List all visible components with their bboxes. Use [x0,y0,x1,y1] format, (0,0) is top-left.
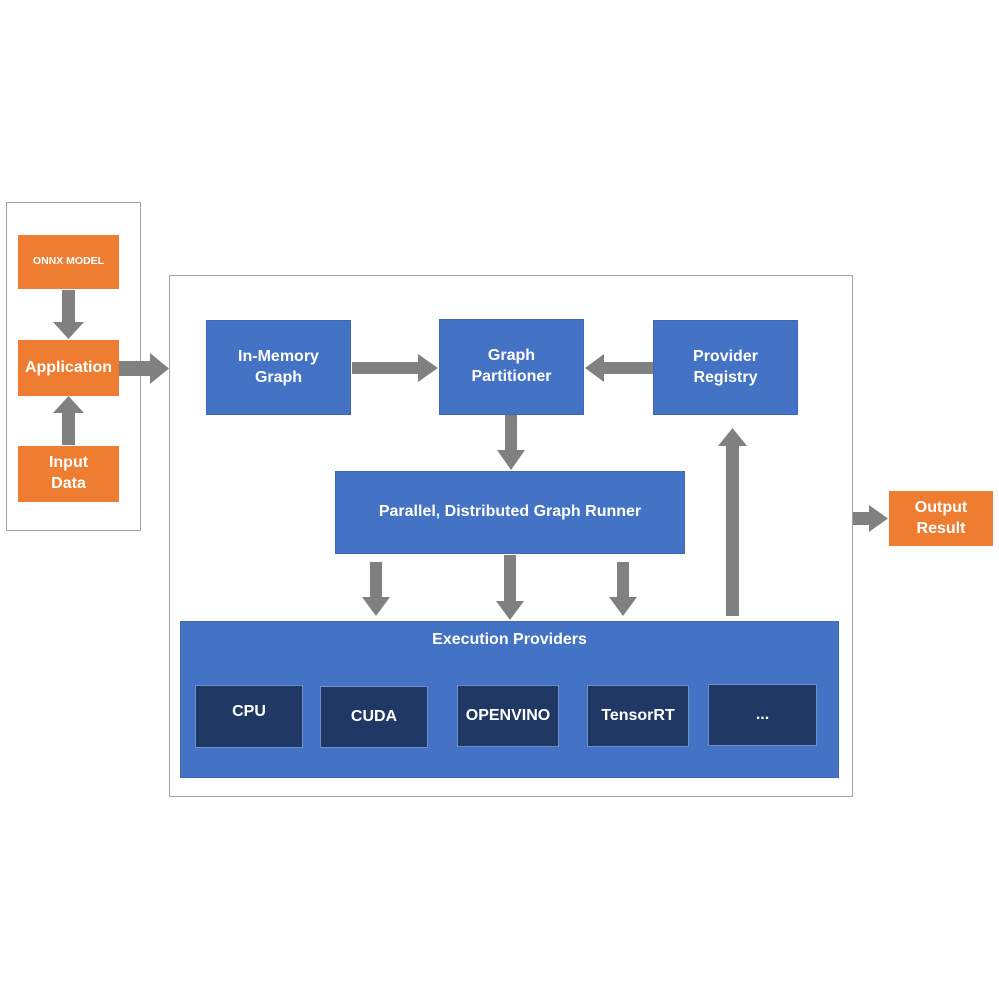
arrow-onnx-to-application [53,290,84,339]
in-memory-graph-label-line1: In-Memory [238,347,319,365]
output-result-box: Output Result [889,491,993,546]
in-memory-graph-box: In-Memory Graph [206,320,351,415]
application-box: Application [18,340,119,396]
arrow-runner-to-providers-right [609,562,637,616]
provider-cpu-label: CPU [232,703,266,720]
provider-tensorrt-box: TensorRT [587,685,689,747]
provider-openvino-box: OPENVINO [457,685,559,747]
arrow-runner-to-providers-center [496,555,524,620]
provider-more-box: ... [708,684,817,746]
provider-registry-box: Provider Registry [653,320,798,415]
onnx-model-box: ONNX MODEL [18,235,119,289]
arrow-input-to-application [53,396,84,445]
provider-cpu-box: CPU [195,685,303,748]
arrow-graph-to-partitioner [352,354,438,382]
graph-partitioner-box: Graph Partitioner [439,319,584,415]
arrow-runner-to-providers-left [362,562,390,616]
provider-openvino-label: OPENVINO [465,706,551,724]
provider-registry-label-line1: Provider [693,347,758,365]
arrow-registry-to-partitioner [585,354,653,382]
graph-partitioner-label-line2: Partitioner [471,368,552,385]
provider-registry-label-line2: Registry [693,368,758,386]
execution-providers-title: Execution Providers [432,631,587,648]
output-result-label-line1: Output [914,498,968,516]
in-memory-graph-label-line2: Graph [254,368,303,386]
provider-more-label: ... [755,705,770,723]
input-data-label-line1: Input [48,454,89,472]
provider-tensorrt-label: TensorRT [601,706,675,724]
graph-runner-box: Parallel, Distributed Graph Runner [335,471,685,554]
onnx-model-label: ONNX MODEL [32,255,105,268]
graph-partitioner-label-line1: Graph [487,347,536,365]
arrow-runtime-to-output [853,505,888,532]
input-data-box: Input Data [18,446,119,502]
output-result-label-line2: Result [916,519,966,537]
arrow-application-to-runtime [119,353,169,384]
graph-runner-label: Parallel, Distributed Graph Runner [378,503,642,521]
provider-cuda-box: CUDA [320,686,428,748]
input-data-label-line2: Data [51,475,86,492]
arrow-partitioner-to-runner [497,415,525,470]
arrow-providers-to-registry [718,428,747,616]
provider-cuda-label: CUDA [350,707,398,725]
application-label: Application [24,358,113,376]
